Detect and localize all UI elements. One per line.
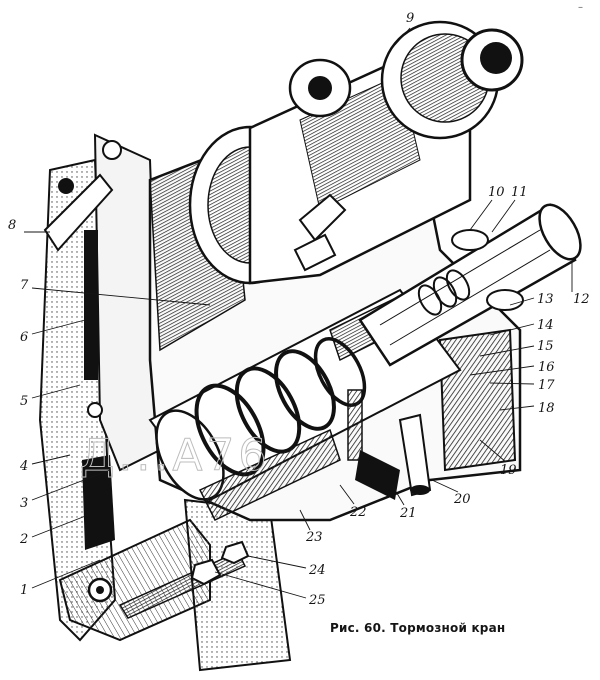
callout-label-24: 24 [308, 563, 326, 578]
callout-label-15: 15 [537, 339, 554, 354]
callout-leader-5 [31, 384, 81, 399]
callout-leader-2 [31, 514, 89, 538]
callout-leader-9 [394, 27, 411, 46]
callout-label-21: 21 [399, 506, 417, 521]
callout-leader-17 [489, 382, 535, 385]
diaphragm-chamber [188, 20, 524, 285]
callout-label-17: 17 [538, 378, 555, 393]
callout-leader-4 [31, 454, 71, 465]
outlet-tube [358, 203, 582, 367]
callout-label-12: 12 [573, 292, 590, 307]
callout-leader-1 [31, 559, 101, 589]
callout-leader-23 [299, 509, 311, 531]
callout-leader-20 [431, 479, 459, 493]
callout-leader-21 [391, 484, 405, 506]
callout-label-25: 25 [308, 593, 326, 608]
callout-leader-3 [31, 469, 111, 501]
callout-label-7: 7 [20, 278, 29, 293]
callout-leader-18 [499, 405, 535, 411]
mounting-bracket [38, 133, 162, 642]
adjusting-bolt [118, 540, 250, 619]
callout-label-10: 10 [488, 185, 505, 200]
callout-label-8: 8 [8, 218, 16, 233]
valve-fitting [347, 389, 432, 500]
callout-label-13: 13 [537, 292, 554, 307]
callout-leader-16 [469, 365, 535, 376]
callout-leader-15 [479, 345, 535, 357]
callout-leader-24 [247, 555, 307, 569]
callout-leader-11 [491, 199, 516, 233]
callout-leader-22 [339, 484, 355, 505]
callout-leader-19 [479, 439, 507, 463]
callout-leaders [24, 27, 573, 599]
callout-label-22: 22 [349, 505, 367, 520]
callout-label-14: 14 [537, 318, 554, 333]
callout-leader-25 [214, 571, 307, 599]
callout-leader-10 [469, 199, 493, 231]
lever-arm [43, 173, 114, 252]
callout-label-9: 9 [406, 11, 414, 26]
callout-label-19: 19 [500, 463, 517, 478]
lower-bracket [58, 498, 292, 672]
callout-leader-13 [509, 297, 535, 306]
callout-label-6: 6 [20, 330, 28, 345]
callout-label-3: 3 [20, 496, 28, 511]
callout-label-20: 20 [453, 492, 471, 507]
watermark-text: Д...А76 [80, 430, 270, 481]
callout-label-16: 16 [538, 360, 555, 375]
callout-label-18: 18 [538, 401, 555, 416]
callout-label-23: 23 [305, 530, 323, 545]
callout-label-2: 2 [19, 532, 28, 547]
figure-caption: Рис. 60. Тормозной кран [330, 621, 506, 635]
callout-label-11: 11 [511, 185, 528, 200]
callout-leader-6 [31, 319, 86, 335]
callout-leader-7 [31, 287, 211, 306]
corner-mark: – [578, 2, 583, 13]
callout-label-1: 1 [20, 583, 28, 598]
callout-label-4: 4 [19, 459, 28, 474]
callout-leader-14 [489, 323, 535, 336]
callout-label-5: 5 [20, 394, 28, 409]
